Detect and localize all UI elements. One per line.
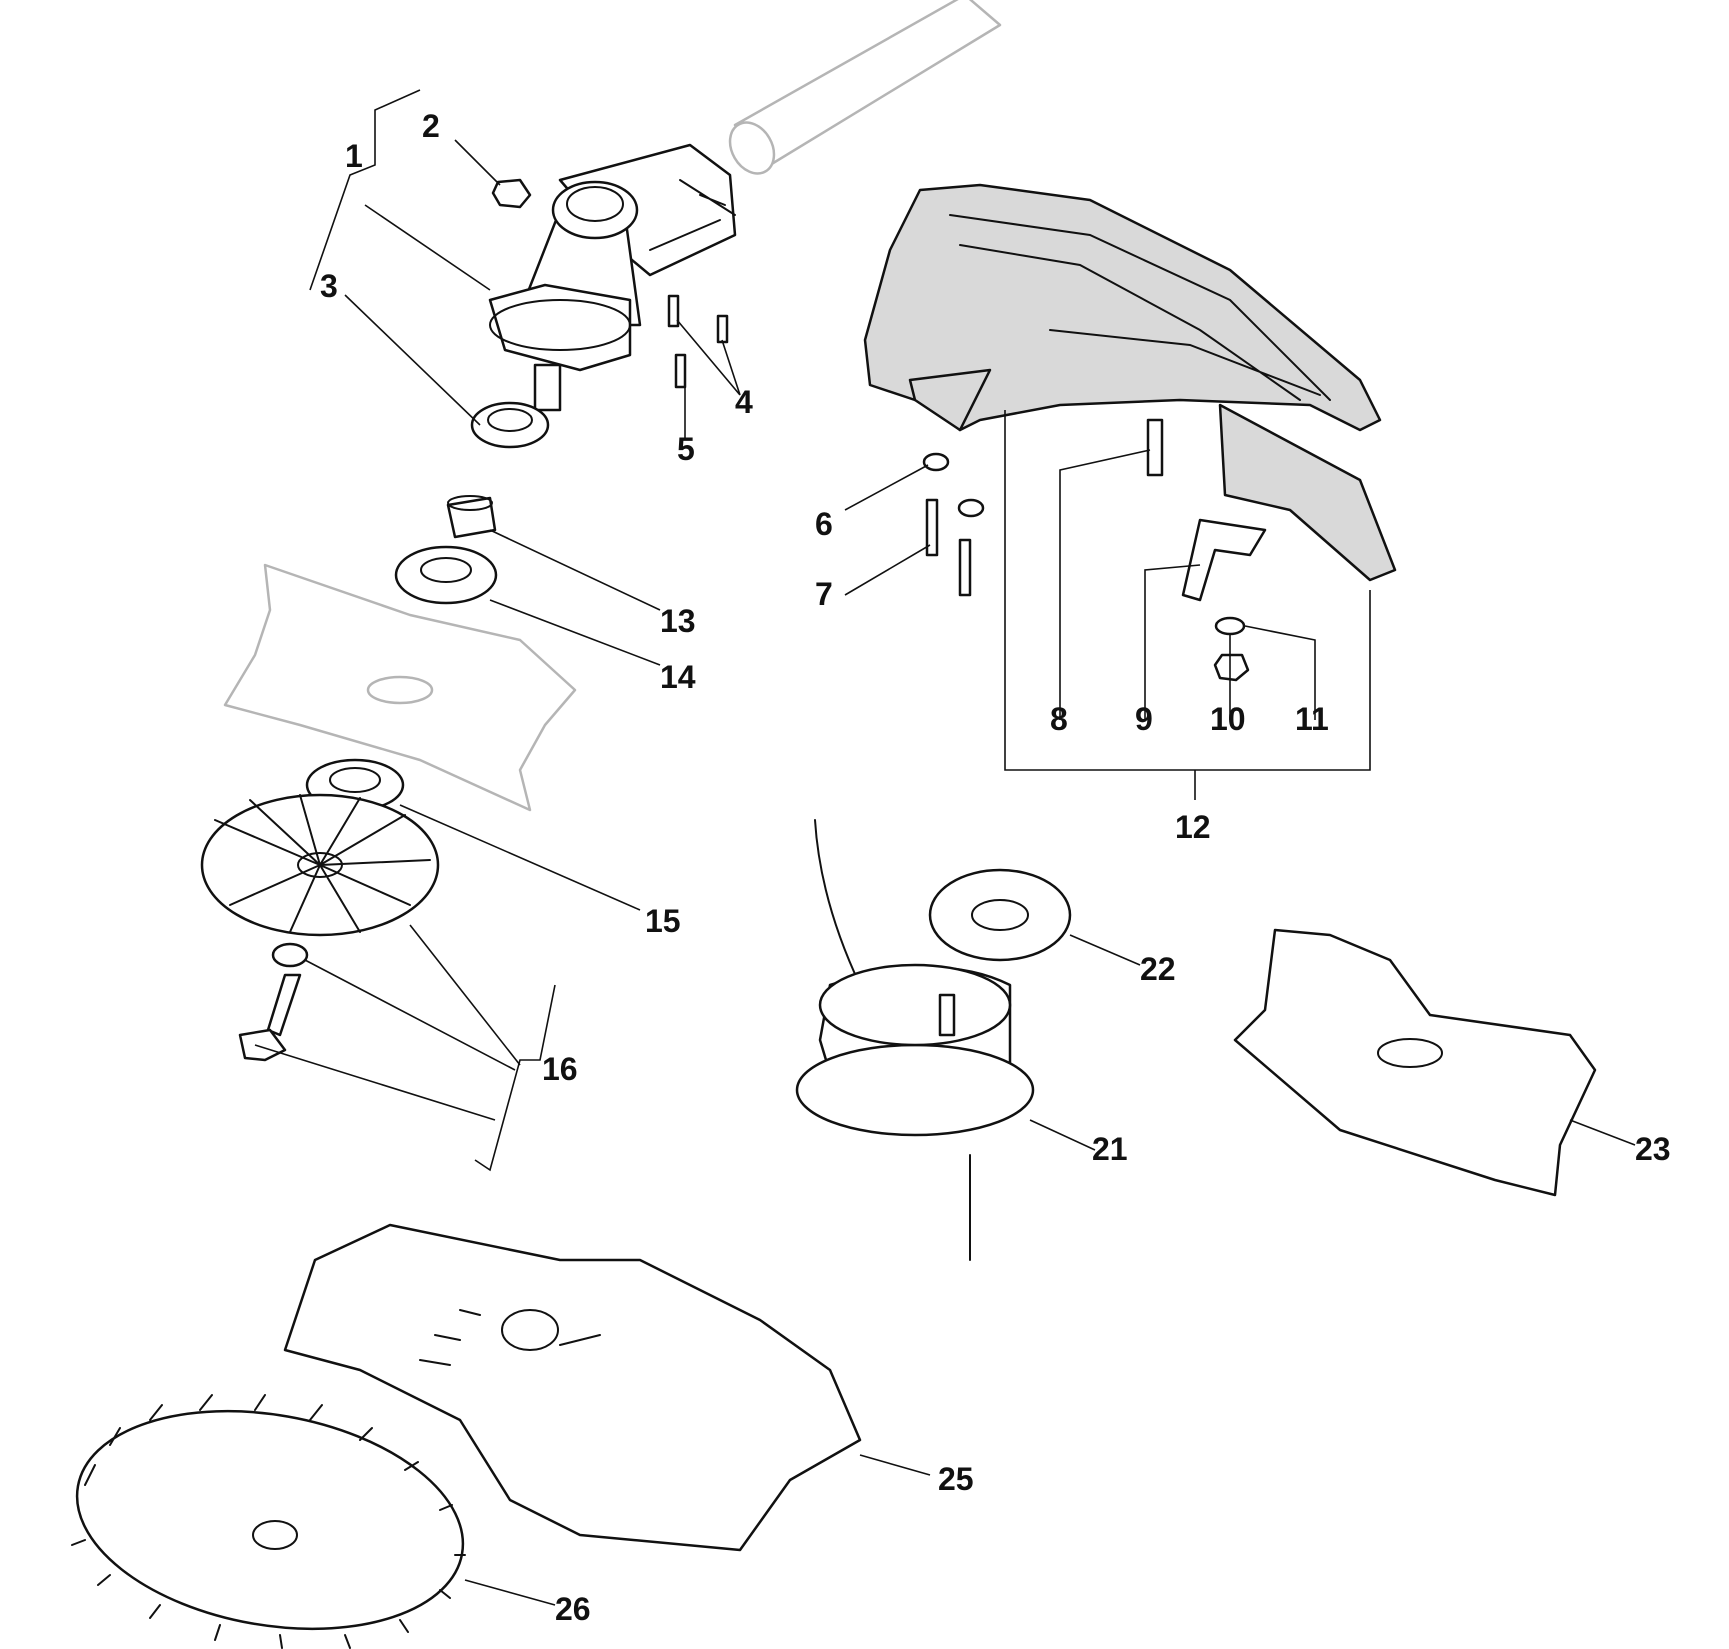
callout-6: 6 [815,506,833,542]
callout-26: 26 [555,1591,591,1627]
callout-15: 15 [645,903,681,939]
ghost-blade [223,563,577,812]
callout-16: 16 [542,1051,578,1087]
bearing [394,545,498,605]
gear-head [488,143,737,412]
callout-8: 8 [1050,701,1068,737]
callout-22: 22 [1140,951,1176,987]
bolt-and-washer [238,942,309,1062]
four-tooth-blade [1233,928,1597,1197]
callout-3: 3 [320,268,338,304]
callout-11: 11 [1295,701,1329,737]
support-cup [200,793,440,937]
callout-21: 21 [1092,1131,1128,1167]
circular-saw-blade [71,1394,466,1649]
callout-13: 13 [660,603,696,639]
callout-2: 2 [422,108,440,144]
callout-9: 9 [1135,701,1153,737]
callout-labels: 1 2 3 4 5 6 7 8 9 10 11 12 13 14 15 16 2… [320,108,1671,1627]
callout-5: 5 [677,431,695,467]
callout-4: 4 [735,384,753,420]
drive-shaft-tube [728,0,1002,175]
brush-cutter-guard [283,1223,862,1552]
leader-lines [254,139,1636,1606]
callout-25: 25 [938,1461,974,1497]
brackets [309,89,1371,1172]
callout-1: 1 [345,138,363,174]
nut-small [491,178,532,209]
callout-12: 12 [1175,809,1211,845]
callout-10: 10 [1210,701,1246,737]
guard-hardware [922,418,1267,682]
callout-7: 7 [815,576,833,612]
bearing-ring [470,401,550,449]
trimmer-washer [928,868,1072,962]
blade-guard [863,183,1397,582]
trimmer-head [795,819,1035,1261]
bushing [446,495,497,539]
callout-23: 23 [1635,1131,1671,1167]
screws-4-5 [667,294,729,389]
callout-14: 14 [660,659,696,695]
